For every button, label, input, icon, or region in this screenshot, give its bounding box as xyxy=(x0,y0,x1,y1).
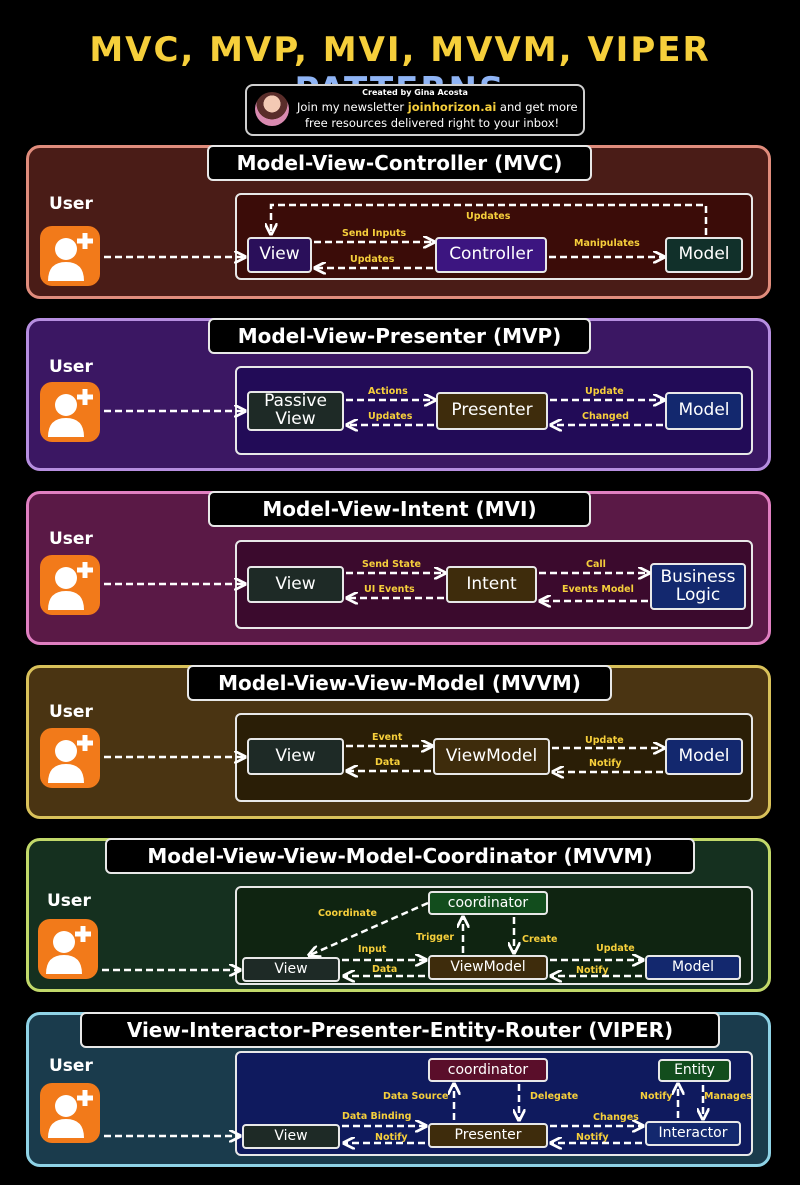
mvvm-view-box: View xyxy=(247,738,344,775)
mvc-label-updates-top: Updates xyxy=(466,211,511,222)
viper-label-data-binding: Data Binding xyxy=(342,1111,412,1122)
mvi-title: Model-View-Intent (MVI) xyxy=(208,491,591,527)
mvvmc-label-create: Create xyxy=(522,934,558,945)
viper-coordinator-box: coordinator xyxy=(428,1058,548,1082)
mvvmc-label-coordinate: Coordinate xyxy=(318,908,377,919)
mvvm-label-notify: Notify xyxy=(589,758,622,769)
mvp-label-actions: Actions xyxy=(368,386,408,397)
newsletter-banner[interactable]: Created by Gina Acosta Join my newslette… xyxy=(245,84,585,136)
credit-line-2: free resources delivered right to your i… xyxy=(305,116,560,130)
mvc-user-icon xyxy=(40,226,100,286)
viper-label-delegate: Delegate xyxy=(530,1091,579,1102)
mvi-user-label: User xyxy=(49,529,93,549)
mvvm-model-box: Model xyxy=(665,738,743,775)
mvp-user-icon xyxy=(40,382,100,442)
author-avatar xyxy=(255,92,289,126)
mvc-user-label: User xyxy=(49,194,93,214)
mvi-user-icon xyxy=(40,555,100,615)
mvc-label-updates: Updates xyxy=(350,254,395,265)
mvp-label-changed: Changed xyxy=(582,411,629,422)
viper-label-manages: Manages xyxy=(704,1091,752,1102)
mvvmc-view-box: View xyxy=(242,957,340,982)
viper-label-notify-left: Notify xyxy=(375,1132,408,1143)
mvvmc-label-trigger: Trigger xyxy=(416,932,455,943)
mvvm-label-update: Update xyxy=(585,735,624,746)
credit-line-1: Join my newsletter joinhorizon.ai and ge… xyxy=(297,100,578,114)
mvvm-label-event: Event xyxy=(372,732,403,743)
mvc-controller-box: Controller xyxy=(435,237,547,273)
mvi-label-ui-events: UI Events xyxy=(364,584,415,595)
viper-view-box: View xyxy=(242,1124,340,1149)
mvvm-label-data: Data xyxy=(375,757,401,768)
viper-label-notify-right: Notify xyxy=(576,1132,609,1143)
mvp-user-label: User xyxy=(49,357,93,377)
mvi-label-call: Call xyxy=(586,559,606,570)
mvvmc-title: Model-View-View-Model-Coordinator (MVVM) xyxy=(105,838,695,874)
mvi-intent-box: Intent xyxy=(446,566,537,603)
mvvm-user-label: User xyxy=(49,702,93,722)
mvvmc-user-icon xyxy=(38,919,98,979)
viper-label-data-source: Data Source xyxy=(383,1091,449,1102)
viper-user-label: User xyxy=(49,1056,93,1076)
viper-label-notify-up: Notify xyxy=(640,1091,673,1102)
mvvm-viewmodel-box: ViewModel xyxy=(433,738,550,775)
viper-entity-box: Entity xyxy=(658,1059,731,1082)
mvvmc-label-notify: Notify xyxy=(576,965,609,976)
mvp-presenter-box: Presenter xyxy=(436,392,548,430)
mvvmc-label-data: Data xyxy=(372,964,398,975)
mvvm-title: Model-View-View-Model (MVVM) xyxy=(187,665,612,701)
mvi-label-send-state: Send State xyxy=(362,559,421,570)
mvvm-user-icon xyxy=(40,728,100,788)
mvvmc-viewmodel-box: ViewModel xyxy=(428,955,548,980)
mvc-model-box: Model xyxy=(665,237,743,273)
newsletter-link[interactable]: joinhorizon.ai xyxy=(407,100,497,114)
viper-label-changes: Changes xyxy=(593,1112,639,1123)
mvp-label-updates: Updates xyxy=(368,411,413,422)
mvvmc-coordinator-box: coordinator xyxy=(428,891,548,915)
viper-interactor-box: Interactor xyxy=(645,1121,741,1146)
mvc-title: Model-View-Controller (MVC) xyxy=(207,145,592,181)
credit-author: Created by Gina Acosta xyxy=(362,88,468,97)
mvvmc-label-input: Input xyxy=(358,944,387,955)
mvvmc-model-box: Model xyxy=(645,955,741,980)
mvc-label-send-inputs: Send Inputs xyxy=(342,228,407,239)
mvp-label-update: Update xyxy=(585,386,624,397)
viper-user-icon xyxy=(40,1083,100,1143)
viper-presenter-box: Presenter xyxy=(428,1123,548,1148)
mvi-label-events-model: Events Model xyxy=(562,584,634,595)
viper-title: View-Interactor-Presenter-Entity-Router … xyxy=(80,1012,720,1048)
mvvmc-label-update: Update xyxy=(596,943,635,954)
mvc-label-manipulates: Manipulates xyxy=(574,238,640,249)
mvp-title: Model-View-Presenter (MVP) xyxy=(208,318,591,354)
mvi-view-box: View xyxy=(247,566,344,603)
mvc-view-box: View xyxy=(247,237,312,273)
mvp-model-box: Model xyxy=(665,392,743,430)
mvvmc-user-label: User xyxy=(47,891,91,911)
